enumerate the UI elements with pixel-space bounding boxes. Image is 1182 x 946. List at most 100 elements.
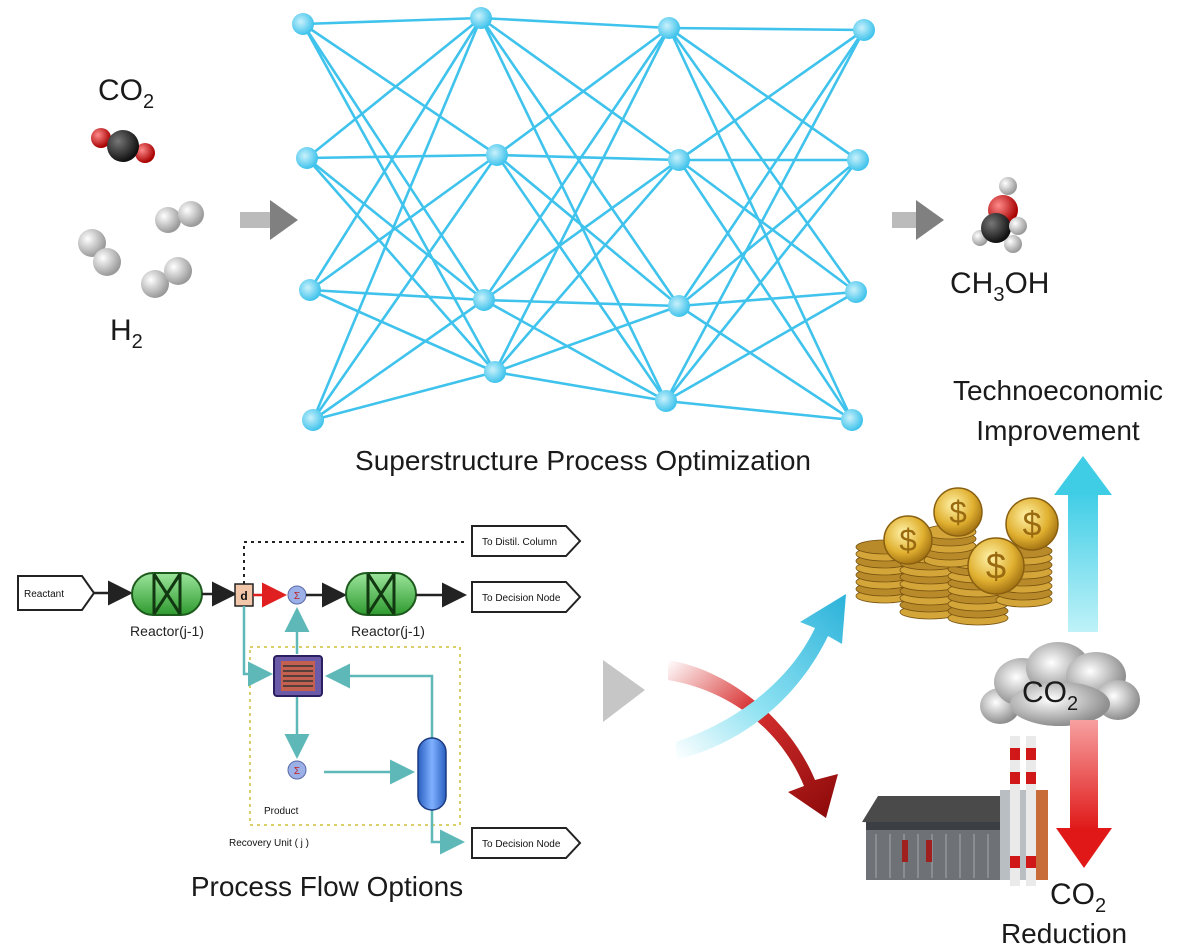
- network-edge: [496, 153, 680, 308]
- svg-text:$: $: [1023, 506, 1042, 544]
- factory-icon: [862, 736, 1048, 886]
- reactor-left-label: Reactor(j-1): [130, 623, 204, 639]
- svg-text:$: $: [899, 523, 916, 558]
- input-molecules: CO2 H2: [78, 74, 204, 353]
- network-node: [470, 7, 492, 29]
- network-edge: [306, 153, 498, 160]
- recovery-unit-label: Recovery Unit ( j ): [229, 838, 309, 849]
- center-arrow-icon: [603, 660, 645, 722]
- network-edge: [309, 288, 485, 302]
- flowsheet-caption: Process Flow Options: [191, 871, 463, 902]
- network-node: [484, 361, 506, 383]
- recovery-unit-box: [249, 646, 461, 826]
- svg-text:Σ: Σ: [294, 766, 300, 777]
- coins-icon: $$$$: [855, 487, 1059, 626]
- network-edge: [678, 290, 857, 308]
- svg-text:Reactant: Reactant: [24, 589, 64, 600]
- network-edge: [664, 159, 860, 402]
- network-edge: [493, 27, 671, 373]
- network-edge: [306, 157, 496, 373]
- reduction-co2-label: CO2: [1050, 878, 1106, 917]
- technoeconomic-label-line1: Technoeconomic: [953, 375, 1163, 406]
- network-edge: [494, 304, 680, 374]
- process-flowsheet: Reactant Reactor(j-1) d To Distil. Colum…: [17, 525, 582, 902]
- network-edge: [678, 28, 865, 162]
- network-edge: [665, 399, 853, 422]
- network-node: [302, 409, 324, 431]
- svg-text:$: $: [986, 546, 1006, 587]
- technoeconomic-label-line2: Improvement: [976, 415, 1140, 446]
- network-edge: [480, 16, 680, 162]
- network-node: [296, 147, 318, 169]
- network-edge: [479, 17, 668, 402]
- network-edge: [312, 370, 496, 422]
- network-edge: [677, 159, 854, 421]
- co2-reduction-down-arrow-icon: [1056, 720, 1112, 868]
- svg-text:To Decision Node: To Decision Node: [482, 839, 561, 850]
- co2-molecule-icon: [91, 128, 155, 163]
- svg-text:d: d: [240, 589, 247, 603]
- improvement-up-arrow-icon: [1054, 456, 1112, 632]
- network-edge: [494, 159, 680, 373]
- decision-box: d: [234, 583, 254, 607]
- network-edge: [480, 16, 670, 30]
- mixer-icon: Σ: [287, 585, 307, 605]
- reactant-tag: Reactant: [17, 575, 96, 611]
- h2-molecule-icon: [78, 229, 121, 276]
- cloud-co2-label: CO2: [1022, 676, 1078, 715]
- h2-molecule-icon: [155, 201, 204, 233]
- methanol-label: CH3OH: [950, 267, 1049, 306]
- network-node: [486, 144, 508, 166]
- network-edge: [494, 370, 667, 403]
- network-edge: [311, 17, 483, 421]
- network-edge: [665, 290, 857, 403]
- to-decision-node-tag: To Decision Node: [471, 581, 582, 613]
- to-decision-node-tag: To Decision Node: [471, 827, 582, 859]
- reactor-left-icon: [131, 572, 203, 616]
- network-edge: [482, 27, 671, 301]
- smoke-cloud-icon: [980, 642, 1140, 726]
- network-edge: [309, 153, 498, 292]
- flash-drum-icon: [417, 737, 447, 811]
- h2-label: H2: [110, 314, 143, 353]
- reduction-label: Reduction: [1001, 918, 1127, 946]
- methanol-molecule-icon: [972, 177, 1027, 253]
- network-edge: [483, 298, 667, 403]
- network-edge: [301, 23, 486, 301]
- network-node: [668, 149, 690, 171]
- network-node: [841, 409, 863, 431]
- heat-exchanger-icon: [273, 655, 323, 697]
- network-edge: [479, 17, 681, 307]
- network-edge: [678, 158, 857, 294]
- svg-text:To Distil. Column: To Distil. Column: [482, 537, 557, 548]
- network-node: [299, 279, 321, 301]
- network-edge: [483, 298, 680, 308]
- network-edge: [664, 29, 866, 402]
- h2-molecule-icon: [141, 257, 192, 298]
- network-edge: [308, 17, 483, 291]
- network-node: [473, 289, 495, 311]
- network-edge: [312, 298, 485, 422]
- network-edge: [302, 16, 482, 26]
- superstructure-network: [292, 7, 875, 431]
- network-edge: [677, 29, 866, 307]
- network-edge: [306, 16, 482, 160]
- output-arrow-icon: [892, 200, 944, 240]
- network-caption: Superstructure Process Optimization: [355, 445, 811, 476]
- network-edge: [311, 154, 499, 421]
- network-edge: [302, 22, 498, 157]
- network-node: [845, 281, 867, 303]
- reactor-right-label: Reactor(j-1): [351, 623, 425, 639]
- network-node: [655, 390, 677, 412]
- network-edge: [495, 154, 668, 402]
- svg-text:To Decision Node: To Decision Node: [482, 593, 561, 604]
- network-edge: [496, 26, 670, 157]
- mixer-icon: Σ: [287, 760, 307, 780]
- network-edge: [668, 26, 859, 162]
- network-edge: [309, 288, 496, 374]
- technoeconomic-curve-arrow-icon: [676, 594, 846, 760]
- network-edge: [483, 158, 680, 302]
- svg-text:Σ: Σ: [294, 591, 300, 602]
- network-node: [847, 149, 869, 171]
